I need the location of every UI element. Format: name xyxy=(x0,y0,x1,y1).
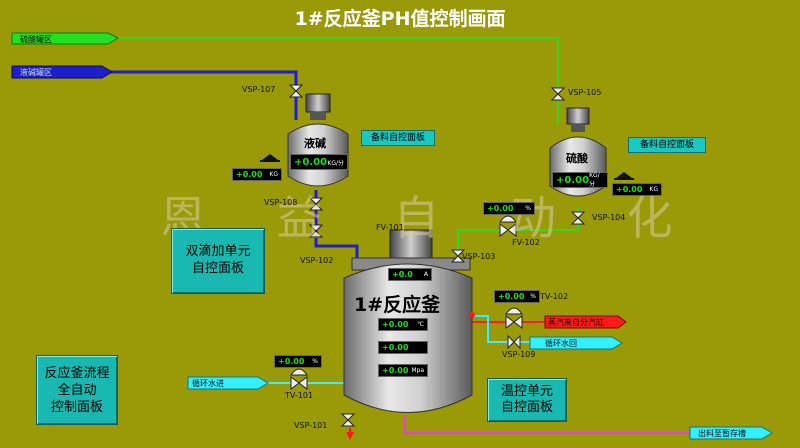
discharge-label: 出料至暂存槽 xyxy=(698,429,746,438)
temp-control-panel-button[interactable]: 温控单元 自控面板 xyxy=(487,378,567,422)
reactor-auto-panel-button[interactable]: 反应釜流程 全自动 控制面板 xyxy=(36,355,118,425)
alkali-panel-button[interactable]: 备料自控面板 xyxy=(361,130,435,146)
vsp104-tag: VSP-104 xyxy=(592,213,626,222)
vsp108-tag: VSP-108 xyxy=(264,198,298,207)
reactor-name: 1#反应釜 xyxy=(354,294,441,316)
vsp103-tag: VSP-103 xyxy=(462,252,496,261)
fv101-tag: FV-101 xyxy=(376,223,404,232)
cooling-return-arrow xyxy=(529,336,623,350)
tv102-tag: TV-102 xyxy=(540,292,569,301)
vsp109-tag: VSP-109 xyxy=(502,350,536,359)
valve-vsp102-icon[interactable] xyxy=(308,224,324,238)
discharge-arrow xyxy=(689,426,773,440)
cooling-in-label: 循环水进 xyxy=(192,379,224,388)
fv102-display: +0.00% xyxy=(483,202,535,215)
page-title: 1#反应釜PH值控制画面 xyxy=(294,8,506,30)
reactor-value2-display: +0.00 xyxy=(378,341,428,354)
valve-fv102-icon[interactable] xyxy=(499,215,517,237)
tv102-display: +0.00% xyxy=(494,290,540,303)
valve-vsp107-icon[interactable] xyxy=(288,84,304,98)
steam-label: 蒸汽来自分汽缸 xyxy=(548,318,604,327)
acid-tank-name: 硫酸 xyxy=(566,152,588,165)
alkali-source-arrow xyxy=(11,65,113,79)
valve-vsp109-icon[interactable] xyxy=(507,334,521,350)
vsp107-tag: VSP-107 xyxy=(242,85,276,94)
tv101-display: +0.00% xyxy=(274,355,322,368)
valve-vsp103-icon[interactable] xyxy=(450,249,466,263)
reactor-vessel xyxy=(343,229,475,413)
reactor-temp-display: +0.00℃ xyxy=(378,318,428,331)
fv102-tag: FV-102 xyxy=(512,238,540,247)
valve-tv101-icon[interactable] xyxy=(290,368,308,390)
dual-drip-panel-button[interactable]: 双滴加单元 自控面板 xyxy=(171,228,265,294)
acid-zone-label: 硫酸罐区 xyxy=(20,35,52,44)
alkali-zone-label: 液碱罐区 xyxy=(20,68,52,77)
alkali-tank-name: 液碱 xyxy=(304,137,326,150)
vsp105-tag: VSP-105 xyxy=(568,88,602,97)
alkali-scale-icon xyxy=(262,154,278,160)
tv101-tag: TV-101 xyxy=(285,391,314,400)
valve-tv102-icon[interactable] xyxy=(505,307,523,329)
valve-vsp101-icon[interactable] xyxy=(340,413,356,427)
acid-scale-icon xyxy=(616,172,632,178)
alkali-pipe xyxy=(110,70,359,262)
steam-source-arrow xyxy=(544,315,627,329)
valve-vsp108-icon[interactable] xyxy=(308,197,324,211)
acid-panel-button[interactable]: 备料自控面板 xyxy=(628,137,706,153)
discharge-pipe xyxy=(404,416,690,434)
cooling-return-label: 循环水回 xyxy=(545,339,577,348)
valve-vsp105-icon[interactable] xyxy=(550,87,566,101)
acid-source-arrow xyxy=(11,32,120,45)
valve-vsp104-icon[interactable] xyxy=(570,211,586,225)
vsp102-tag: VSP-102 xyxy=(300,256,334,265)
cooling-in-arrow xyxy=(187,376,269,390)
vsp101-tag: VSP-101 xyxy=(294,421,328,430)
